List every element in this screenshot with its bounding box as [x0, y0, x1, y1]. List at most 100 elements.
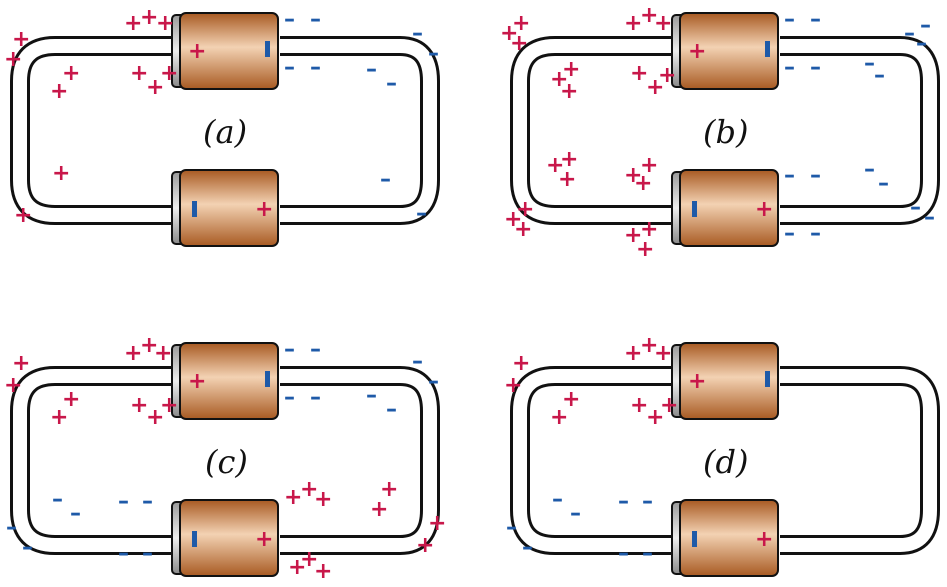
svg-text:–: – — [916, 31, 927, 56]
svg-text:–: – — [310, 337, 321, 362]
svg-text:+: + — [50, 79, 68, 104]
svg-text:–: – — [52, 487, 63, 512]
svg-text:+: + — [624, 341, 642, 366]
svg-text:+: + — [504, 207, 522, 232]
svg-text:–: – — [284, 55, 295, 80]
positive-terminal-symbol: + — [755, 197, 773, 222]
svg-text:+: + — [62, 61, 80, 86]
svg-text:–: – — [506, 515, 517, 540]
battery-bottom: + — [171, 169, 279, 247]
positive-terminal-symbol: + — [255, 197, 273, 222]
svg-text:+: + — [562, 57, 580, 82]
svg-text:+: + — [288, 555, 306, 580]
negative-terminal-symbol — [192, 531, 197, 547]
svg-text:+: + — [630, 393, 648, 418]
svg-text:+: + — [624, 11, 642, 36]
svg-text:+: + — [140, 5, 158, 30]
svg-text:+: + — [560, 147, 578, 172]
svg-text:–: – — [552, 487, 563, 512]
svg-text:–: – — [416, 201, 427, 226]
svg-text:–: – — [310, 385, 321, 410]
negative-terminal-symbol — [692, 201, 697, 217]
svg-text:–: – — [784, 221, 795, 246]
svg-text:–: – — [784, 55, 795, 80]
positive-terminal-symbol: + — [755, 527, 773, 552]
svg-text:–: – — [810, 55, 821, 80]
battery-top: + — [171, 342, 279, 420]
svg-text:–: – — [412, 21, 423, 46]
positive-charges: +++ +++ +++ +++ +++ +++ +++ +++ — [500, 3, 676, 262]
svg-text:–: – — [118, 541, 129, 566]
positive-terminal-symbol: + — [188, 369, 206, 394]
battery-bottom: + — [171, 499, 279, 577]
battery-bottom: + — [671, 169, 779, 247]
svg-text:+: + — [124, 11, 142, 36]
panel-label: (a) — [203, 113, 247, 151]
svg-text:+: + — [130, 61, 148, 86]
svg-text:+: + — [416, 533, 434, 558]
svg-text:–: – — [904, 21, 915, 46]
panel-d: + + +++ +++ ++ ++ –– –– –– –– (d) — [504, 333, 940, 577]
svg-text:–: – — [386, 71, 397, 96]
svg-text:+: + — [154, 341, 172, 366]
svg-text:–: – — [522, 535, 533, 560]
svg-text:+: + — [516, 197, 534, 222]
positive-charges: +++ +++ ++ ++ ++ — [4, 5, 178, 228]
svg-text:+: + — [380, 477, 398, 502]
svg-text:–: – — [428, 369, 439, 394]
svg-text:–: – — [924, 205, 935, 230]
negative-terminal-symbol — [192, 201, 197, 217]
svg-text:+: + — [512, 351, 530, 376]
svg-text:–: – — [412, 349, 423, 374]
negative-terminal-symbol — [265, 41, 270, 57]
svg-text:+: + — [510, 31, 528, 56]
svg-text:+: + — [654, 11, 672, 36]
svg-text:+: + — [52, 161, 70, 186]
positive-terminal-symbol: + — [255, 527, 273, 552]
wire-loop — [10, 366, 440, 555]
svg-text:+: + — [284, 485, 302, 510]
svg-text:+: + — [124, 341, 142, 366]
svg-text:+: + — [300, 477, 318, 502]
panel-label: (d) — [703, 443, 748, 481]
svg-text:+: + — [558, 167, 576, 192]
svg-text:–: – — [920, 13, 931, 38]
svg-text:+: + — [62, 387, 80, 412]
svg-text:–: – — [142, 489, 153, 514]
svg-text:+: + — [160, 61, 178, 86]
positive-terminal-symbol: + — [688, 39, 706, 64]
wire-loop — [510, 36, 940, 225]
wire-loop — [510, 366, 940, 555]
svg-text:+: + — [428, 511, 446, 536]
svg-text:+: + — [156, 11, 174, 36]
negative-charges: –– –– –– –– –– — [284, 7, 439, 226]
svg-text:+: + — [634, 171, 652, 196]
svg-text:+: + — [562, 387, 580, 412]
panel-c: + + +++ +++ ++ ++ +++ +++ ++ ++ –– –– ––… — [4, 333, 446, 584]
svg-text:+: + — [630, 61, 648, 86]
svg-text:+: + — [624, 223, 642, 248]
svg-text:+: + — [146, 75, 164, 100]
positive-terminal-symbol: + — [688, 369, 706, 394]
svg-text:–: – — [142, 541, 153, 566]
battery-bottom: + — [671, 499, 779, 577]
svg-text:+: + — [12, 351, 30, 376]
svg-text:–: – — [366, 57, 377, 82]
svg-text:+: + — [4, 373, 22, 398]
svg-text:+: + — [640, 333, 658, 358]
panel-label: (c) — [205, 443, 248, 481]
svg-text:+: + — [658, 63, 676, 88]
positive-terminal-symbol: + — [188, 39, 206, 64]
svg-text:+: + — [550, 67, 568, 92]
svg-text:+: + — [636, 237, 654, 262]
svg-text:–: – — [874, 63, 885, 88]
battery-top: + — [171, 12, 279, 90]
svg-text:+: + — [300, 547, 318, 572]
svg-text:–: – — [366, 383, 377, 408]
svg-text:+: + — [660, 393, 678, 418]
svg-text:+: + — [646, 405, 664, 430]
svg-text:–: – — [810, 221, 821, 246]
panel-label: (b) — [703, 113, 748, 151]
svg-text:+: + — [550, 405, 568, 430]
svg-text:+: + — [140, 333, 158, 358]
